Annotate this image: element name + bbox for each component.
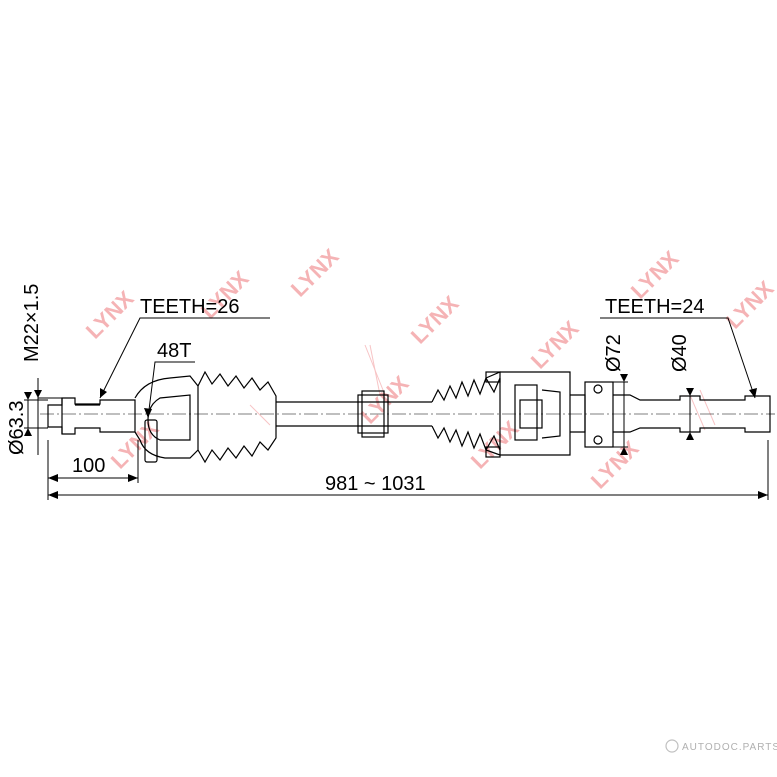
dimension-lines [24, 317, 769, 500]
label-inner-diameter: Ø40 [669, 334, 691, 372]
label-abs-ring: 48T [157, 340, 191, 362]
autodoc-logo-icon [665, 739, 679, 753]
arrowheads [24, 374, 768, 499]
label-teeth-outer: TEETH=26 [140, 296, 239, 318]
shaft-body [47, 370, 771, 464]
watermark-text: LYNX [406, 291, 464, 349]
watermark-text: LYNX [81, 286, 139, 344]
label-thread: M22×1.5 [21, 284, 43, 362]
footer-brand: AUTODOC.PARTS [682, 742, 777, 753]
watermark-text: LYNX [526, 316, 584, 374]
watermark-text: LYNX [286, 244, 344, 302]
label-bearing-diameter: Ø72 [603, 334, 625, 372]
watermark-text: LYNX [721, 276, 777, 334]
watermark-lines [249, 344, 716, 431]
label-length-outer: 100 [72, 455, 105, 477]
watermark-text: LYNX [356, 371, 414, 429]
watermark-text: LYNX [586, 436, 644, 494]
label-teeth-inner: TEETH=24 [605, 296, 704, 318]
label-total-length: 981 ~ 1031 [325, 473, 426, 495]
footer-logo: AUTODOC.PARTS [665, 739, 777, 753]
watermark-text: LYNX [626, 246, 684, 304]
label-outer-diameter: Ø63.3 [6, 401, 28, 455]
